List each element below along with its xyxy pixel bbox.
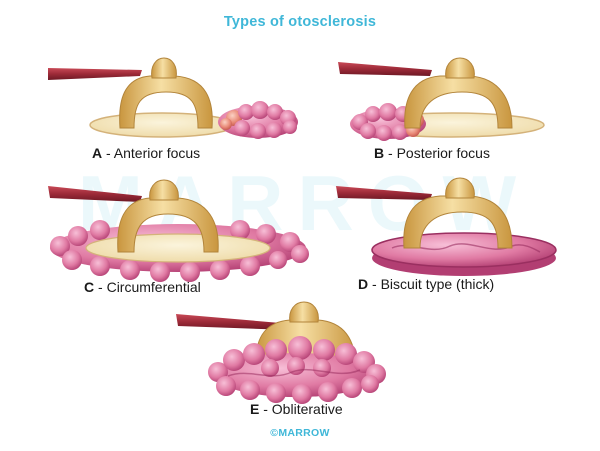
figure-e-obliterative [176, 301, 386, 404]
caption-c: C - Circumferential [84, 279, 201, 295]
stapedius-tendon [48, 68, 142, 80]
caption-label: Obliterative [271, 401, 343, 417]
caption-letter: A [92, 145, 103, 161]
caption-letter: E [250, 401, 260, 417]
stapedius-tendon [176, 314, 292, 330]
caption-letter: B [374, 145, 385, 161]
otosclerotic-focus-anterior [218, 101, 298, 139]
caption-b: B - Posterior focus [374, 145, 490, 161]
caption-label: Posterior focus [396, 145, 490, 161]
stapedius-tendon [338, 62, 432, 76]
stapes-head [151, 57, 177, 79]
obliterative-mass [208, 336, 386, 404]
caption-label: Anterior focus [113, 145, 201, 161]
caption-label: Circumferential [106, 279, 201, 295]
caption-label: Biscuit type (thick) [380, 276, 495, 292]
biscuit-footplate-top [371, 232, 557, 268]
stapes-arch [119, 75, 213, 129]
stapes-arch [404, 75, 513, 129]
stapes-head [149, 179, 179, 201]
stapes-head [445, 57, 475, 79]
copyright-footer: ©MARROW [270, 427, 330, 439]
caption-e: E - Obliterative [250, 401, 343, 417]
caption-letter: C [84, 279, 95, 295]
stapes-arch [117, 197, 219, 253]
stapes-head [289, 301, 319, 323]
footplate-centre [85, 233, 271, 263]
figure-b-posterior-focus [338, 57, 545, 141]
caption-d: D - Biscuit type (thick) [358, 276, 495, 292]
figure-d-biscuit-type [336, 177, 557, 276]
stapedius-tendon [48, 186, 142, 202]
caption-a: A - Anterior focus [92, 145, 201, 161]
stapedius-tendon [336, 186, 432, 200]
figure-a-anterior-focus [48, 57, 298, 139]
figure-c-circumferential [48, 179, 309, 282]
stapes-head [445, 177, 475, 199]
caption-letter: D [358, 276, 369, 292]
page-title: Types of otosclerosis [223, 14, 377, 30]
stapes-arch [403, 195, 513, 249]
